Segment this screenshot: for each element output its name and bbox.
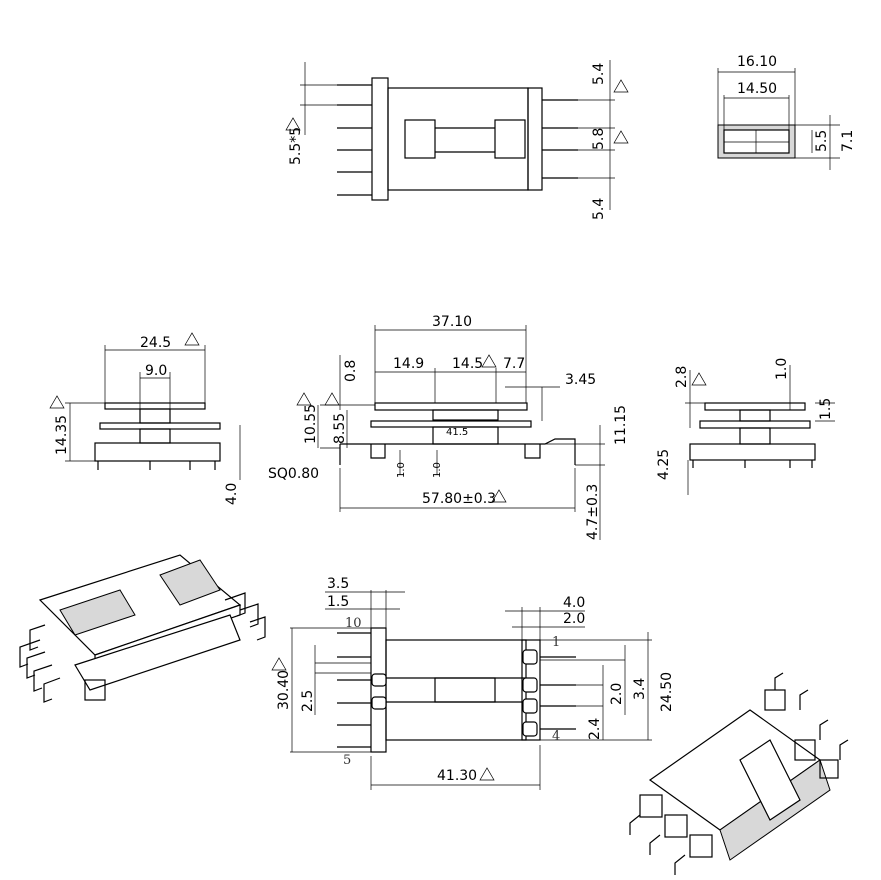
front-view: 37.10 14.9 14.5 7.7 3.45 0.8 10.55 8.55 … [268,314,629,540]
dim-offset: 3.45 [565,372,596,388]
dim-flange-width: 24.5 [140,335,171,351]
dim-bottom-gap: 5.4 [591,198,607,220]
pin-label-4: 4 [552,729,560,744]
dim-pin-length: 4.0 [224,483,240,505]
dim-height-outer: 10.55 [303,404,319,444]
dim-pin-span: 57.80±0.3 [422,491,496,507]
dim-top-gap: 5.4 [591,63,607,85]
dim-outer-width: 16.10 [737,54,777,70]
dim-right-pitch-c: 2.4 [587,718,603,740]
dim-pin-a: 1.0 [396,462,407,478]
dim-seg1: 14.9 [393,356,424,372]
dim-slot: 1.5 [818,398,834,420]
dim-left-outer: 3.5 [327,576,349,592]
dim-outer-height: 7.1 [840,130,856,152]
dim-pin-length: 4.7±0.3 [585,484,601,540]
bottom-view: 3.5 1.5 4.0 2.0 30.40 2.5 24.50 3.4 2.0 … [271,576,675,790]
side-view-left: 24.5 9.0 14.35 4.0 [49,332,241,505]
dim-mid-gap: 5.8 [591,128,607,150]
center-mark: 41.5 [446,427,468,438]
dim-right-pitch-b: 2.0 [609,683,625,705]
side-view-right: 2.8 1.0 1.5 4.25 [656,358,835,495]
dim-flange-thickness: 0.8 [343,360,359,382]
dim-pin-b: 1.0 [432,462,443,478]
dim-height-right: 11.15 [613,405,629,445]
pin-label-1: 1 [552,635,560,650]
dim-core-gap: 1.0 [774,358,790,380]
dim-right-pitch-a: 3.4 [632,678,648,700]
dim-height-inner: 8.55 [332,413,348,444]
pin-label-5: 5 [343,753,351,768]
dim-height: 14.35 [54,415,70,455]
dim-left-span: 30.40 [276,670,292,710]
dim-pin-length: 4.25 [656,449,672,480]
dim-body-length: 41.30 [437,768,477,784]
dim-pin-size: SQ0.80 [268,466,319,482]
isometric-view-left [19,554,266,703]
dim-seg2: 14.5 [452,356,483,372]
top-view: 5.5*5 5.4 5.8 5.4 [285,60,629,220]
end-view: 16.10 14.50 5.5 7.1 [717,54,856,170]
dim-pitch: 5.5*5 [288,127,304,165]
isometric-view-right [629,672,849,875]
dim-flange-gap: 2.8 [674,366,690,388]
dim-right-span: 24.50 [659,672,675,712]
dim-inner-width: 14.50 [737,81,777,97]
dim-seg3: 7.7 [503,356,525,372]
dim-overall-length: 37.10 [432,314,472,330]
dim-left-pitch: 2.5 [300,690,316,712]
dim-right-inner: 2.0 [563,611,585,627]
dim-left-inner: 1.5 [327,594,349,610]
dim-right-outer: 4.0 [563,595,585,611]
dim-core-width: 9.0 [145,363,167,379]
dim-inner-height: 5.5 [814,130,830,152]
pin-label-10: 10 [345,616,362,631]
